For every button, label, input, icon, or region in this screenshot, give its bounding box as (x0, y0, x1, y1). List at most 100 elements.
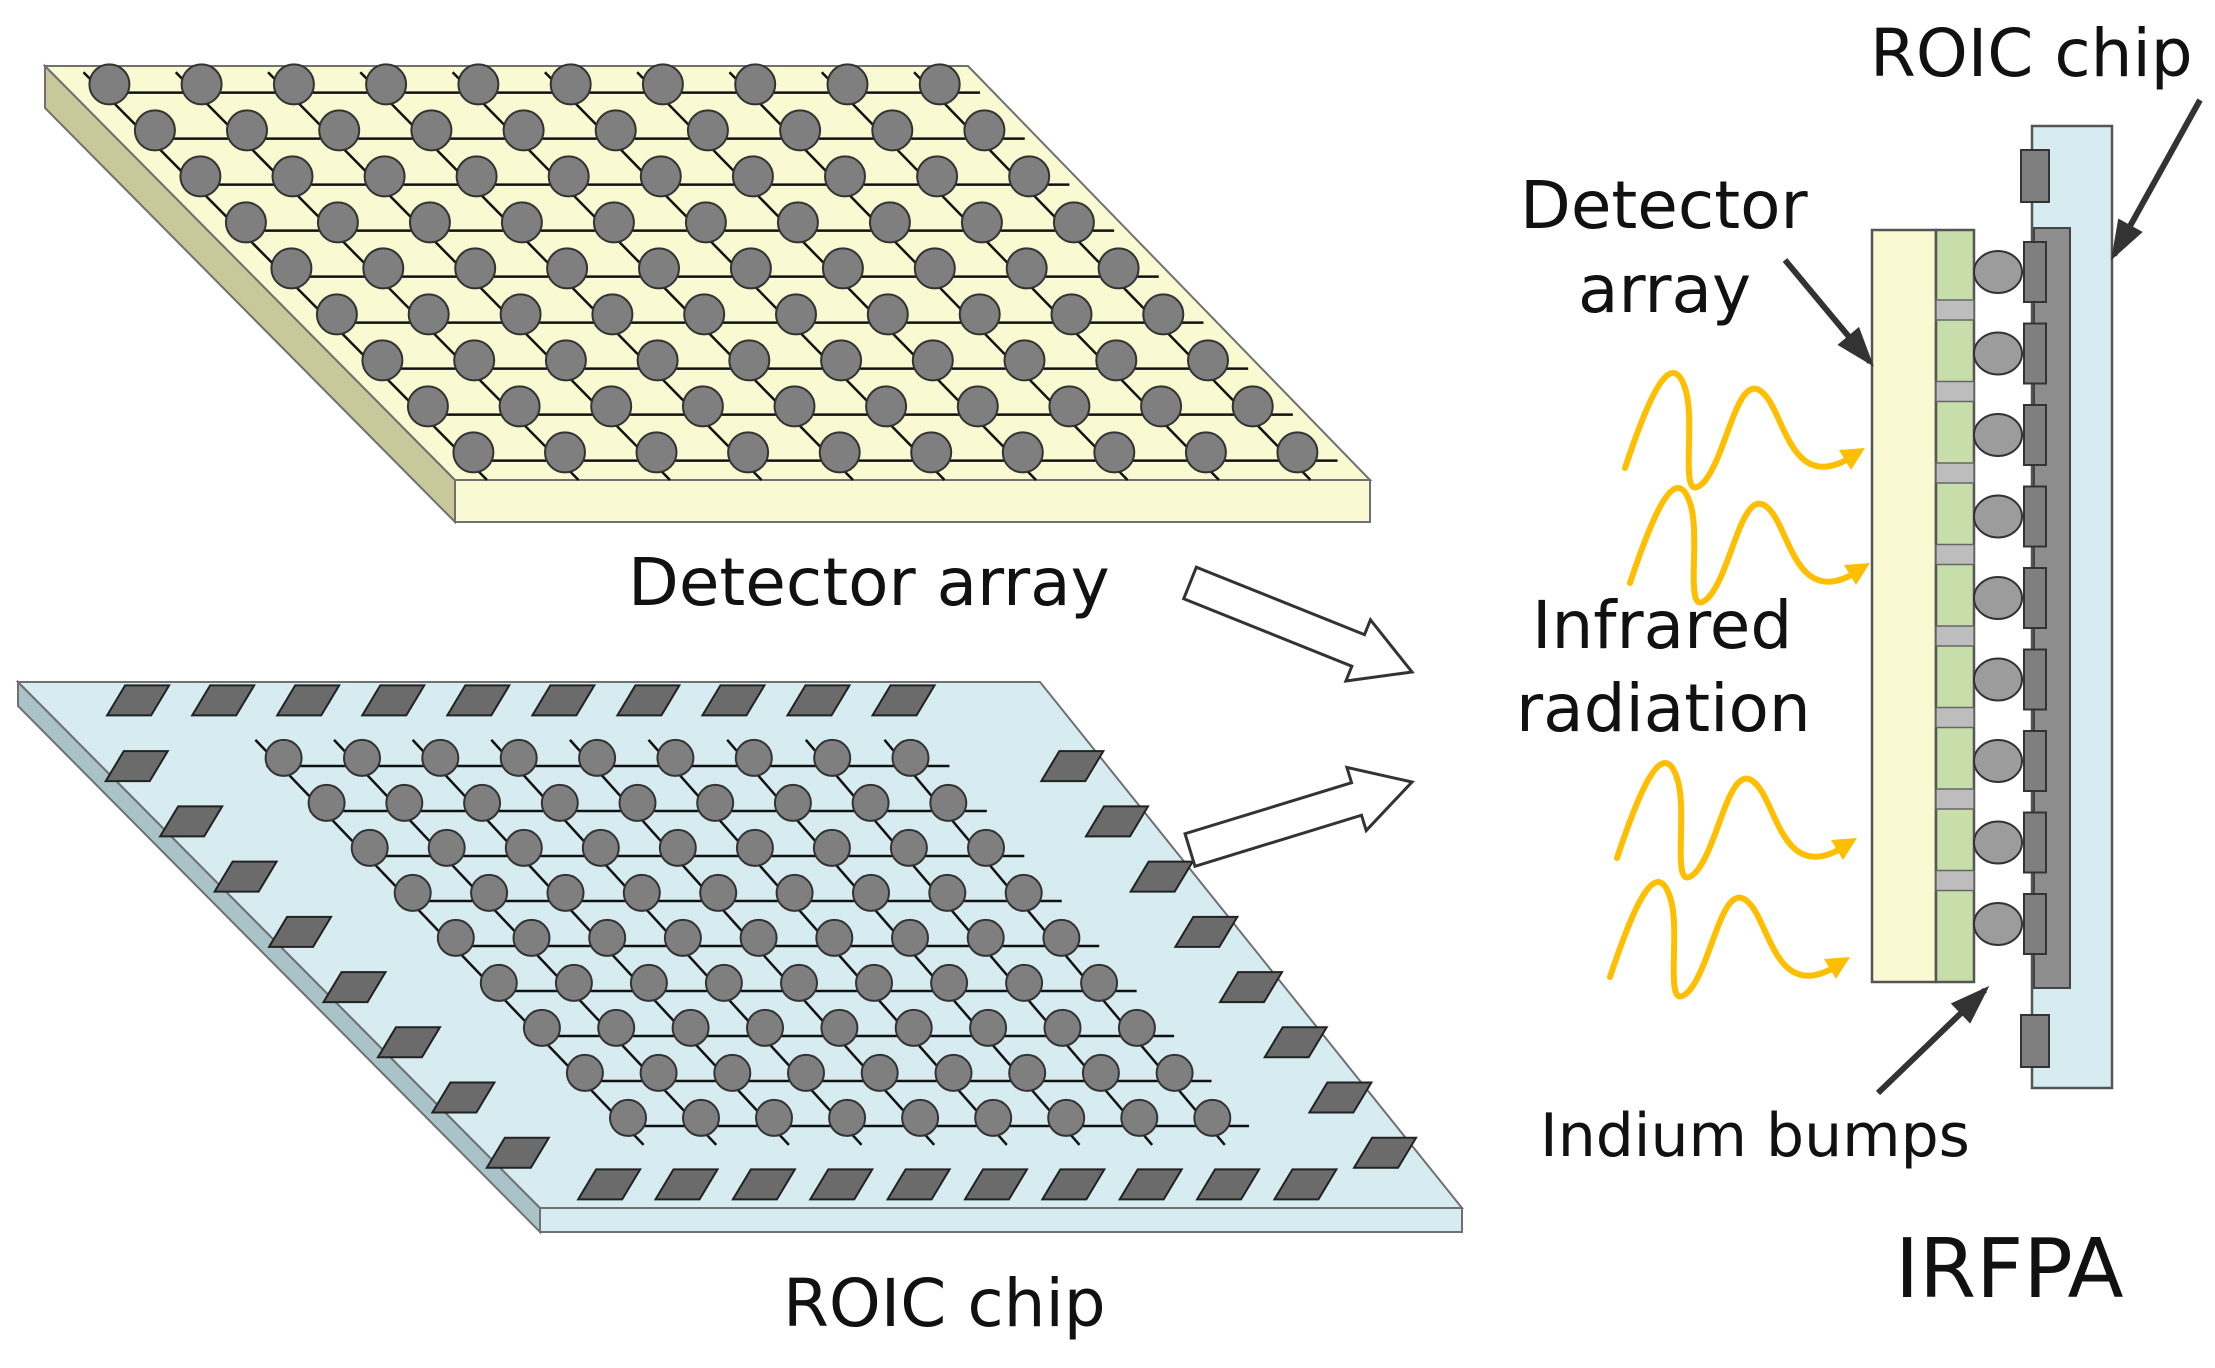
roic-bond-pad (485, 1136, 551, 1169)
detector-pixel-bump (871, 109, 914, 152)
detector-pixel-bump (734, 63, 777, 106)
roic-input-bump (1043, 1008, 1082, 1047)
roic-input-bump (974, 1098, 1013, 1137)
detector-pixel-bump (918, 63, 961, 106)
roic-input-bump (1081, 1053, 1120, 1092)
detector-pixel-bump (911, 339, 954, 382)
detector-array-caption: Detector array (628, 544, 1110, 621)
roic-input-bump (578, 738, 617, 777)
detector-front-edge (454, 479, 1371, 523)
roic-input-bump (891, 918, 929, 957)
roic-input-bump (969, 1008, 1008, 1047)
detector-pixel-bump (775, 293, 817, 336)
roic-bond-pad (1352, 1136, 1418, 1169)
roic-input-bump (622, 873, 661, 912)
detector-pixel-bump (776, 201, 819, 244)
roic-bond-pad (1173, 915, 1240, 948)
contact-separator (1935, 299, 1975, 321)
roic-input-bump (894, 1008, 933, 1047)
roic-input-bump (350, 828, 389, 867)
roic-bond-pad (885, 1168, 952, 1201)
roic-bond-pad (1307, 1081, 1374, 1114)
roic-input-bump (930, 963, 969, 1002)
detector-pixel-bump (773, 385, 816, 428)
detector-pixel-bump (910, 431, 953, 474)
roic-input-pad (2023, 893, 2047, 955)
detector-array-side-label-line1: Detector (1520, 167, 1808, 244)
roic-input-bump (851, 783, 890, 822)
roic-input-bump (780, 963, 818, 1002)
roic-bond-pad (445, 684, 512, 717)
roic-input-bump (499, 738, 538, 777)
roic-input-bump (639, 1053, 678, 1092)
detector-pixel-bump (361, 339, 404, 382)
infrared-wave (1614, 760, 1845, 881)
roic-bond-pad (870, 684, 937, 717)
detector-pixel-bump (179, 155, 222, 198)
roic-input-bump (773, 783, 812, 822)
detector-pixel-bump (865, 385, 908, 428)
roic-input-bump (735, 828, 774, 867)
infrared-radiation-label-line2: radiation (1516, 670, 1811, 747)
detector-pixel-bump (454, 247, 497, 290)
roic-input-bump (966, 918, 1005, 957)
roic-input-bump (565, 1053, 604, 1092)
roic-input-bump (385, 783, 424, 822)
roic-chip-side-label: ROIC chip (1870, 15, 2193, 92)
roic-input-bump (787, 1053, 825, 1092)
detector-pixel-bump (271, 155, 314, 198)
roic-bond-pad (1128, 860, 1195, 893)
roic-input-bump (656, 738, 695, 777)
detector-pixel-bump (868, 201, 911, 244)
detector-contact-layer (1934, 228, 1976, 984)
contact-separator (1935, 380, 1975, 403)
roic-input-bump (597, 1008, 636, 1047)
detector-pixel-bump (316, 201, 359, 244)
roic-input-pad (2023, 811, 2047, 874)
indium-bump (1973, 576, 2023, 620)
detector-pixel-bump (866, 293, 909, 336)
roic-bond-pad (1272, 1168, 1339, 1201)
roic-bond-pad (212, 860, 279, 893)
indium-bump (1973, 250, 2023, 294)
roic-bond-pad (430, 1081, 497, 1114)
detector-pixel-bump (1050, 293, 1093, 336)
roic-input-bump (307, 783, 346, 822)
roic-bond-pad (190, 684, 256, 717)
roic-input-pad (2023, 730, 2047, 792)
detector-pixel-bump (544, 339, 587, 382)
roic-input-bump (855, 963, 893, 1002)
roic-input-bump (746, 1008, 784, 1047)
roic-input-bump (1005, 963, 1044, 1002)
roic-input-bump (828, 1098, 867, 1137)
detector-pixel-bump (686, 109, 729, 152)
detector-pixel-bump (547, 155, 590, 198)
detector-pixel-bump (591, 293, 634, 336)
arrow-roic-to-irfpa (1183, 765, 1415, 869)
infrared-radiation-label-line1: Infrared (1532, 587, 1793, 664)
detector-pixel-bump (315, 293, 358, 336)
roic-input-bump (663, 918, 702, 957)
detector-pixel-bump (729, 247, 772, 290)
detector-pixel-bump (1008, 155, 1051, 198)
roic-input-bump (1117, 1008, 1156, 1047)
detector-pixel-bump (500, 201, 543, 244)
detector-pixel-bump (270, 247, 313, 290)
roic-input-bump (436, 918, 475, 957)
roic-input-bump (929, 783, 968, 822)
roic-input-bump (1193, 1098, 1232, 1137)
roic-bond-pad (360, 684, 427, 717)
detector-pixel-bump (457, 63, 500, 106)
roic-bond-pad (321, 971, 388, 1004)
detector-pixel-bump (820, 339, 863, 382)
infrared-wave (1607, 879, 1838, 1000)
roic-input-bump (891, 738, 930, 777)
roic-input-bump (1008, 1053, 1047, 1092)
detector-pixel-bump (683, 293, 726, 336)
detector-pixel-bump (499, 293, 542, 336)
contact-separator (1935, 462, 1975, 484)
roic-input-bump (1042, 918, 1081, 957)
detector-pixel-bump (821, 247, 864, 290)
